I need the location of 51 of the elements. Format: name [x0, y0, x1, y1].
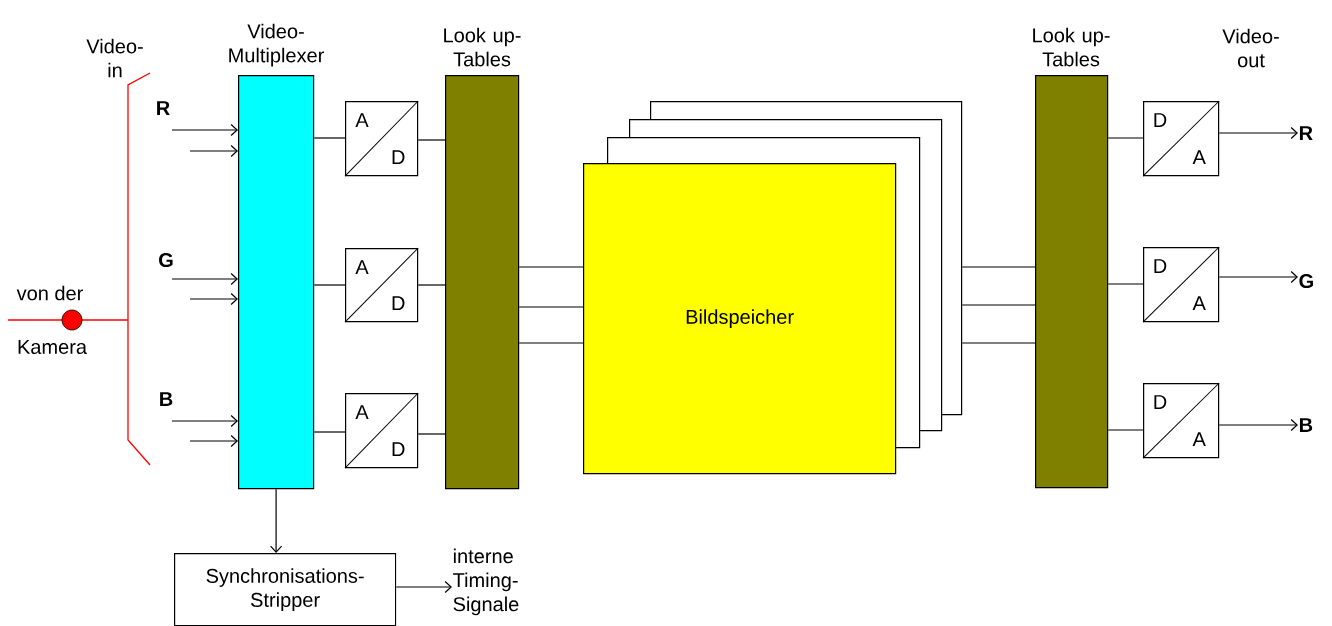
process-box: Synchronisations- Stripper	[174, 553, 397, 626]
converter-box: D A	[1142, 382, 1220, 459]
channel-label: R	[1299, 126, 1313, 140]
connector-line	[313, 137, 346, 139]
connector-line	[1107, 283, 1144, 285]
converter-box: A D	[344, 392, 419, 469]
text-label: von der	[16, 285, 83, 301]
node-label: Look up- Tables	[1033, 27, 1110, 67]
connector-line	[961, 304, 1036, 306]
channel-label: G	[1299, 273, 1313, 289]
connector-line	[1107, 429, 1144, 431]
connector-line	[518, 342, 584, 344]
connector-line	[518, 266, 584, 268]
memory-box: Bildspeicher	[583, 163, 897, 475]
node-label: Look up- Tables	[444, 27, 521, 67]
channel-label: B	[160, 392, 173, 406]
signal-text: interne Timing- Signale	[453, 548, 519, 616]
arrow	[1218, 270, 1298, 284]
arrow	[270, 488, 283, 553]
connector-line	[1107, 137, 1144, 139]
channel-label: R	[157, 101, 170, 115]
arrow	[189, 144, 238, 158]
channel-label: B	[1299, 418, 1313, 432]
connector-line	[313, 431, 346, 433]
connector-line	[518, 306, 584, 308]
converter-box: D A	[1142, 100, 1220, 177]
multiplexer-bar: Video- Multiplexer	[229, 23, 324, 490]
arrow	[189, 434, 238, 448]
channel-label: G	[159, 252, 173, 268]
arrow	[1218, 418, 1298, 432]
arrow	[171, 272, 238, 286]
connector-line	[961, 342, 1036, 344]
converter-box: D A	[1142, 246, 1220, 323]
text-label: Video- out	[1222, 28, 1279, 68]
converter-box: A D	[344, 100, 419, 177]
arrow	[189, 292, 238, 306]
arrow	[1218, 126, 1298, 140]
connector-line	[417, 433, 446, 435]
arrow	[171, 414, 238, 428]
text-label: Video- in	[86, 38, 143, 78]
connector-line	[417, 284, 446, 286]
arrow	[395, 580, 452, 594]
connector-line	[961, 266, 1036, 268]
connector-line	[313, 284, 346, 286]
connector-line	[417, 139, 446, 141]
node-label: Video- Multiplexer	[229, 23, 324, 67]
converter-box: A D	[344, 247, 419, 323]
text-label: Kamera	[18, 340, 87, 354]
lookup-table-bar: Look up- Tables	[1033, 27, 1110, 489]
arrow	[171, 123, 238, 137]
lookup-table-bar: Look up- Tables	[444, 27, 521, 490]
